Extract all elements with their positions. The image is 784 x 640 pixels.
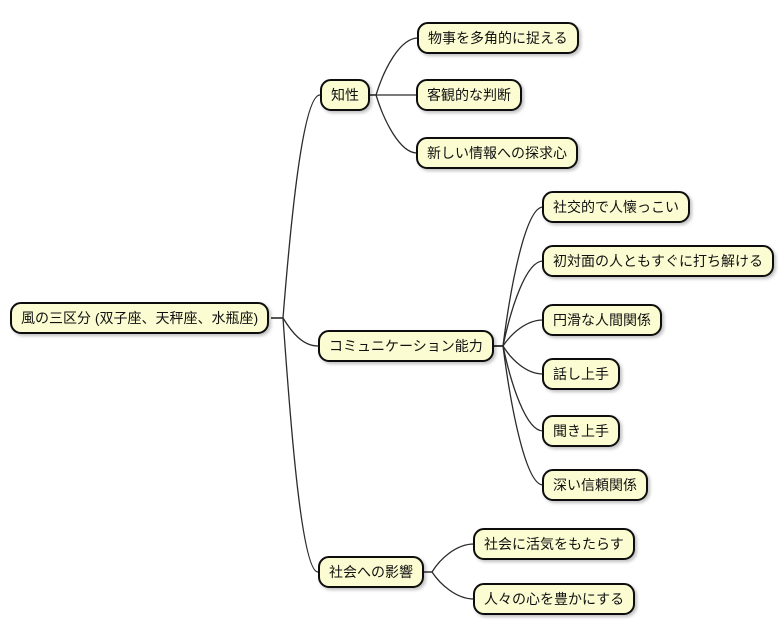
edge-communication-talker bbox=[489, 345, 544, 375]
edge-communication-smooth bbox=[489, 319, 544, 347]
node-leaf-deep-trust[interactable]: 深い信頼関係 bbox=[542, 469, 648, 501]
edge-root-social-impact bbox=[271, 317, 319, 573]
node-leaf-objective-judgment[interactable]: 客観的な判断 bbox=[416, 79, 522, 111]
node-leaf-curiosity-new-info[interactable]: 新しい情報への探求心 bbox=[416, 137, 578, 169]
node-root[interactable]: 風の三区分 (双子座、天秤座、水瓶座) bbox=[10, 302, 270, 334]
edge-communication-trust bbox=[489, 345, 544, 486]
edge-communication-sociable bbox=[489, 206, 544, 347]
node-leaf-multifaceted-view[interactable]: 物事を多角的に捉える bbox=[417, 22, 579, 54]
edge-root-intelligence bbox=[271, 94, 321, 319]
node-leaf-enrich-hearts[interactable]: 人々の心を豊かにする bbox=[473, 583, 636, 615]
node-branch-communication[interactable]: コミュニケーション能力 bbox=[318, 330, 494, 362]
edge-intelligence-multifaceted bbox=[362, 37, 419, 96]
node-leaf-energize-society[interactable]: 社会に活気をもたらす bbox=[473, 528, 635, 560]
edge-communication-listener bbox=[489, 345, 544, 432]
node-branch-social-impact[interactable]: 社会への影響 bbox=[318, 556, 424, 588]
node-leaf-open-with-strangers[interactable]: 初対面の人ともすぐに打ち解ける bbox=[542, 245, 774, 277]
edge-communication-strangers bbox=[489, 260, 544, 347]
node-leaf-sociable-friendly[interactable]: 社交的で人懐っこい bbox=[542, 191, 690, 223]
node-leaf-good-talker[interactable]: 話し上手 bbox=[542, 358, 620, 390]
edge-social-enrich bbox=[418, 571, 475, 600]
node-leaf-good-listener[interactable]: 聞き上手 bbox=[542, 415, 620, 447]
node-leaf-smooth-relationships[interactable]: 円滑な人間関係 bbox=[542, 304, 662, 336]
edge-root-communication bbox=[271, 317, 319, 347]
edge-social-energize bbox=[418, 543, 475, 573]
node-branch-intelligence[interactable]: 知性 bbox=[320, 79, 370, 111]
edge-intelligence-curiosity bbox=[362, 94, 418, 154]
